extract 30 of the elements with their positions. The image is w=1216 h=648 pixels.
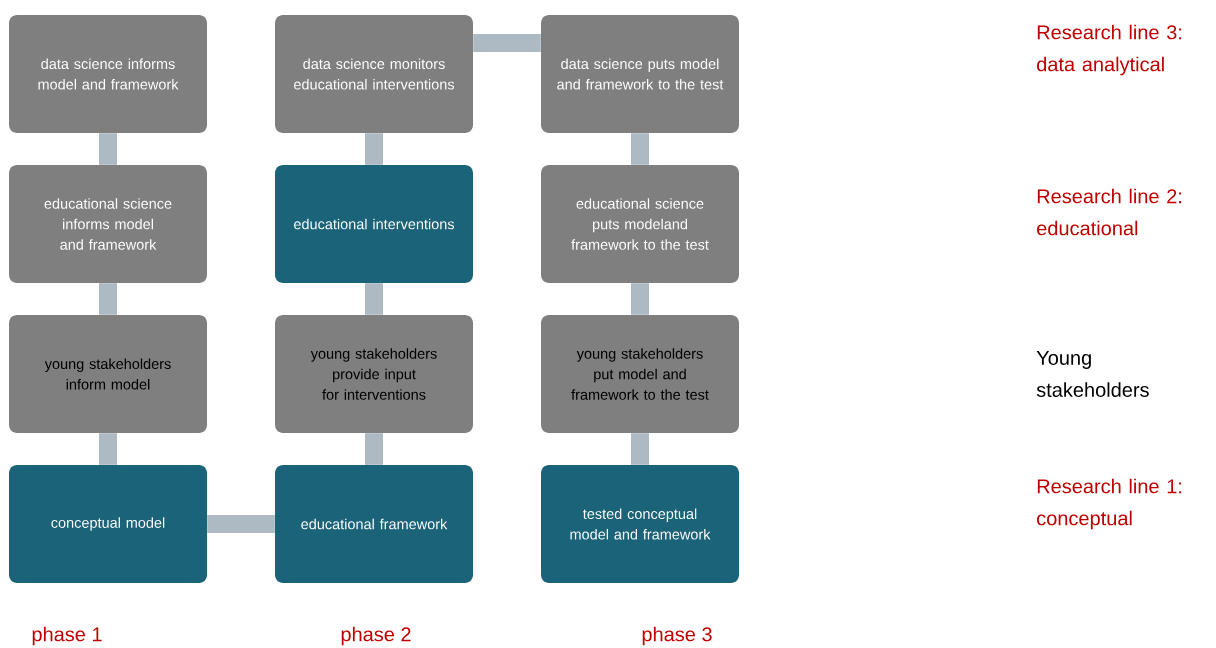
row-label: Research line 1: conceptual — [1037, 478, 1182, 530]
connector-bar — [365, 133, 383, 165]
connector-bar — [631, 433, 649, 465]
process-box: educational framework — [275, 465, 473, 583]
connector-bar — [99, 283, 117, 315]
process-box: data science puts model and framework to the test — [541, 15, 739, 133]
phase-label: phase 1 — [32, 626, 102, 646]
connector-bar — [365, 283, 383, 315]
process-box: data science informs model and framework — [9, 15, 207, 133]
connector-bar — [207, 515, 275, 533]
row-label: Research line 2: educational — [1037, 188, 1182, 236]
process-box: young stakeholders put model and framework to the test — [541, 315, 739, 433]
process-box: educational science puts modeland framework to the test — [541, 165, 739, 283]
connector-bar — [473, 34, 541, 52]
process-box: tested conceptual model and framework — [541, 465, 739, 583]
connector-bar — [365, 433, 383, 465]
connector-bar — [99, 133, 117, 165]
connector-bar — [99, 433, 117, 465]
phase-label: phase 2 — [341, 626, 411, 646]
row-label: Young stakeholders — [1036, 351, 1149, 397]
process-box: young stakeholders inform model — [9, 315, 207, 433]
process-box: educational interventions — [275, 165, 473, 283]
process-box: young stakeholders provide input for interventions — [275, 315, 473, 433]
process-box: data science monitors educational interventions — [275, 15, 473, 133]
row-label: Research line 3: data analytical — [1037, 24, 1182, 76]
process-box: educational science informs model and framework — [9, 165, 207, 283]
phase-label: phase 3 — [642, 626, 712, 646]
connector-bar — [631, 133, 649, 165]
process-box: conceptual model — [9, 465, 207, 583]
connector-bar — [631, 283, 649, 315]
